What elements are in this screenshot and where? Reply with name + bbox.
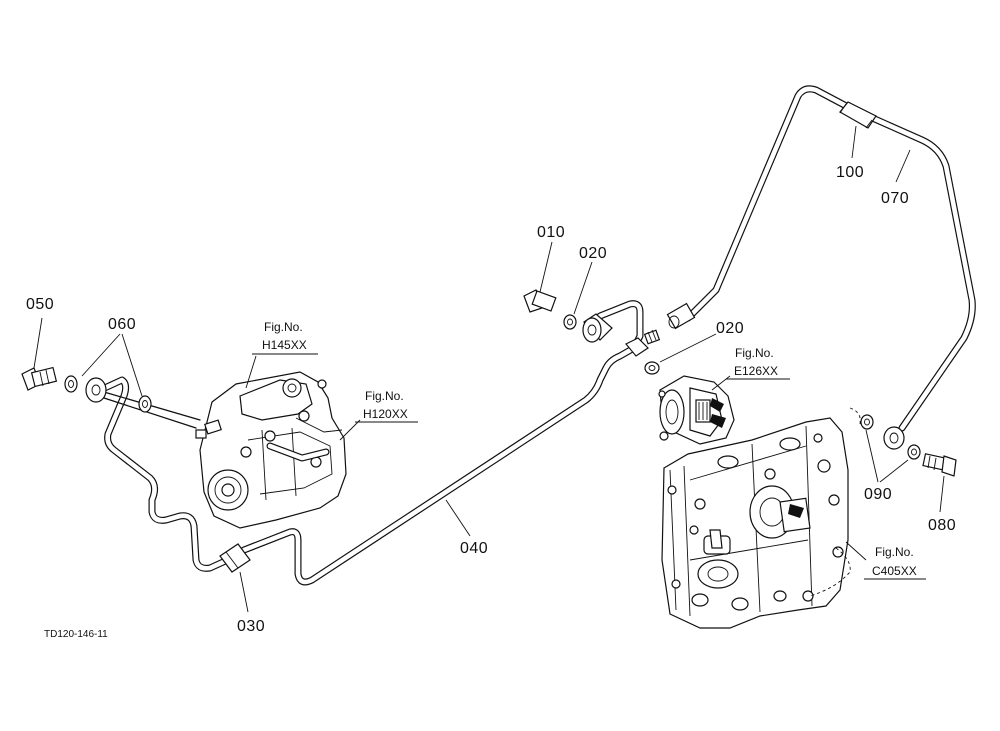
washer-060-a bbox=[64, 375, 78, 393]
callout-080: 080 bbox=[928, 517, 956, 534]
fig-ref-code: H145XX bbox=[262, 338, 307, 352]
pipe-070 bbox=[684, 85, 976, 432]
fig-ref-h145xx[interactable]: Fig.No. H145XX bbox=[252, 320, 318, 355]
fig-ref-c405xx[interactable]: Fig.No. C405XX bbox=[864, 545, 926, 580]
pipe-sleeve-030 bbox=[219, 543, 251, 573]
callout-090: 090 bbox=[864, 486, 892, 503]
pump-feed-line bbox=[103, 391, 201, 421]
callout-010: 010 bbox=[537, 224, 565, 241]
drawing-code: TD120-146-11 bbox=[44, 629, 108, 640]
banjo-fitting bbox=[582, 313, 613, 343]
valve-assembly bbox=[658, 375, 735, 445]
callout-060: 060 bbox=[108, 316, 136, 333]
leader-lines bbox=[33, 125, 945, 613]
banjo-bolt-080 bbox=[922, 453, 957, 477]
fig-ref-label: Fig.No. bbox=[735, 346, 774, 360]
banjo-bolt-010 bbox=[523, 289, 557, 313]
fig-ref-label: Fig.No. bbox=[365, 389, 404, 403]
washer-090-a bbox=[860, 414, 874, 430]
fig-ref-e126xx[interactable]: Fig.No. E126XX bbox=[726, 346, 790, 380]
fig-ref-code: H120XX bbox=[363, 407, 408, 421]
eye-fitting-right bbox=[883, 426, 905, 450]
hydraulic-pump-assembly bbox=[195, 371, 347, 529]
washer-060-b bbox=[138, 395, 152, 413]
callout-070: 070 bbox=[881, 190, 909, 207]
fig-ref-h120xx[interactable]: Fig.No. H120XX bbox=[355, 389, 418, 423]
valve-housing bbox=[661, 417, 849, 629]
fig-ref-label: Fig.No. bbox=[875, 545, 914, 559]
callout-020-top: 020 bbox=[579, 245, 607, 262]
callout-050: 050 bbox=[26, 296, 54, 313]
pipe-left-section bbox=[92, 376, 236, 572]
pipe-nut bbox=[666, 302, 696, 330]
callout-040: 040 bbox=[460, 540, 488, 557]
washer-020-b bbox=[644, 361, 660, 375]
callout-020-right: 020 bbox=[716, 320, 744, 337]
tee-union bbox=[625, 329, 661, 357]
pipe-040 bbox=[240, 300, 644, 586]
fig-ref-code: E126XX bbox=[734, 364, 778, 378]
pipe-sleeve-100 bbox=[839, 101, 877, 129]
callout-100: 100 bbox=[836, 164, 864, 181]
washer-090-b bbox=[907, 444, 921, 460]
banjo-bolt-050 bbox=[21, 366, 58, 391]
eye-fitting bbox=[85, 377, 107, 403]
callout-030: 030 bbox=[237, 618, 265, 635]
fig-ref-label: Fig.No. bbox=[264, 320, 303, 334]
washer-020-a bbox=[563, 314, 577, 330]
fig-ref-code: C405XX bbox=[872, 564, 917, 578]
